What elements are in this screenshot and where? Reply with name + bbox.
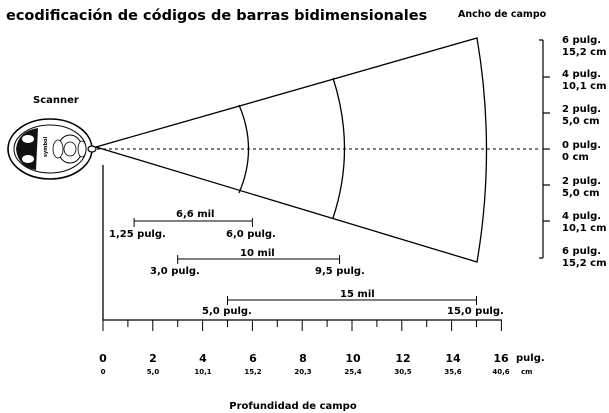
range-name: 6,6 mil <box>176 209 214 220</box>
width-label-inch: 2 pulg. <box>562 104 601 115</box>
range-15-mil: 15 mil 5,0 pulg. 15,0 pulg. <box>202 289 504 317</box>
field-boundary-6-6-mil <box>238 104 250 194</box>
tick-label-inch: 4 <box>199 352 207 365</box>
tick-label-inch: 8 <box>299 352 307 365</box>
range-end-label: 6,0 pulg. <box>226 229 276 240</box>
width-label-cm: 0 cm <box>562 152 589 163</box>
range-name: 10 mil <box>240 248 275 259</box>
diagram-title: ecodificación de códigos de barras bidim… <box>6 8 427 24</box>
tick-label-cm: 5,0 <box>147 368 160 376</box>
tick-label-inch: 16 <box>493 352 509 365</box>
range-end-label: 9,5 pulg. <box>315 266 365 277</box>
width-label-cm: 15,2 cm <box>562 47 607 58</box>
scanner-icon: symbol <box>7 118 97 180</box>
range-start-label: 3,0 pulg. <box>150 266 200 277</box>
cm-unit-label: cm <box>521 368 532 376</box>
width-label-cm: 15,2 cm <box>562 258 607 269</box>
inch-tick-labels: 0 2 4 6 8 10 12 14 16 pulg. <box>99 352 545 365</box>
tick-label-inch: 10 <box>345 352 361 365</box>
tick-label-inch: 2 <box>149 352 157 365</box>
tick-label-cm: 40,6 <box>492 368 509 376</box>
depth-axis-ticks <box>102 320 502 331</box>
width-label-inch: 0 pulg. <box>562 140 601 151</box>
field-width-header: Ancho de campo <box>458 9 547 20</box>
tick-label-inch: 12 <box>395 352 410 365</box>
width-label-cm: 5,0 cm <box>562 188 600 199</box>
range-6-6-mil: 6,6 mil 1,25 pulg. 6,0 pulg. <box>109 209 276 240</box>
scanner-label: Scanner <box>33 95 79 106</box>
scanner-brand-text: symbol <box>43 137 49 157</box>
field-boundary-10-mil <box>332 77 346 219</box>
tick-label-cm: 10,1 <box>194 368 211 376</box>
tick-label-cm: 15,2 <box>244 368 261 376</box>
tick-label-cm: 20,3 <box>294 368 311 376</box>
width-label-inch: 2 pulg. <box>562 176 601 187</box>
range-10-mil: 10 mil 3,0 pulg. 9,5 pulg. <box>150 248 365 277</box>
width-label-inch: 4 pulg. <box>562 69 601 80</box>
width-scale: 6 pulg. 15,2 cm 4 pulg. 10,1 cm 2 pulg. … <box>539 35 607 269</box>
tick-label-cm: 30,5 <box>394 368 411 376</box>
tick-label-cm: 35,6 <box>444 368 461 376</box>
inch-unit-label: pulg. <box>516 353 545 364</box>
range-end-label: 15,0 pulg. <box>447 306 504 317</box>
tick-label-cm: 25,4 <box>344 368 361 376</box>
range-start-label: 5,0 pulg. <box>202 306 252 317</box>
tick-label-inch: 14 <box>445 352 461 365</box>
tick-label-inch: 6 <box>249 352 257 365</box>
range-name: 15 mil <box>340 289 375 300</box>
tick-label-inch: 0 <box>99 352 107 365</box>
width-label-inch: 6 pulg. <box>562 35 601 46</box>
scan-field-cone <box>93 37 488 263</box>
range-start-label: 1,25 pulg. <box>109 229 166 240</box>
width-label-inch: 4 pulg. <box>562 211 601 222</box>
width-label-cm: 5,0 cm <box>562 116 600 127</box>
width-label-inch: 6 pulg. <box>562 246 601 257</box>
depth-of-field-label: Profundidad de campo <box>229 401 357 412</box>
cm-tick-labels: 0 5,0 10,1 15,2 20,3 25,4 30,5 35,6 40,6… <box>101 368 533 376</box>
tick-label-cm: 0 <box>101 368 106 376</box>
width-label-cm: 10,1 cm <box>562 223 607 234</box>
width-label-cm: 10,1 cm <box>562 81 607 92</box>
